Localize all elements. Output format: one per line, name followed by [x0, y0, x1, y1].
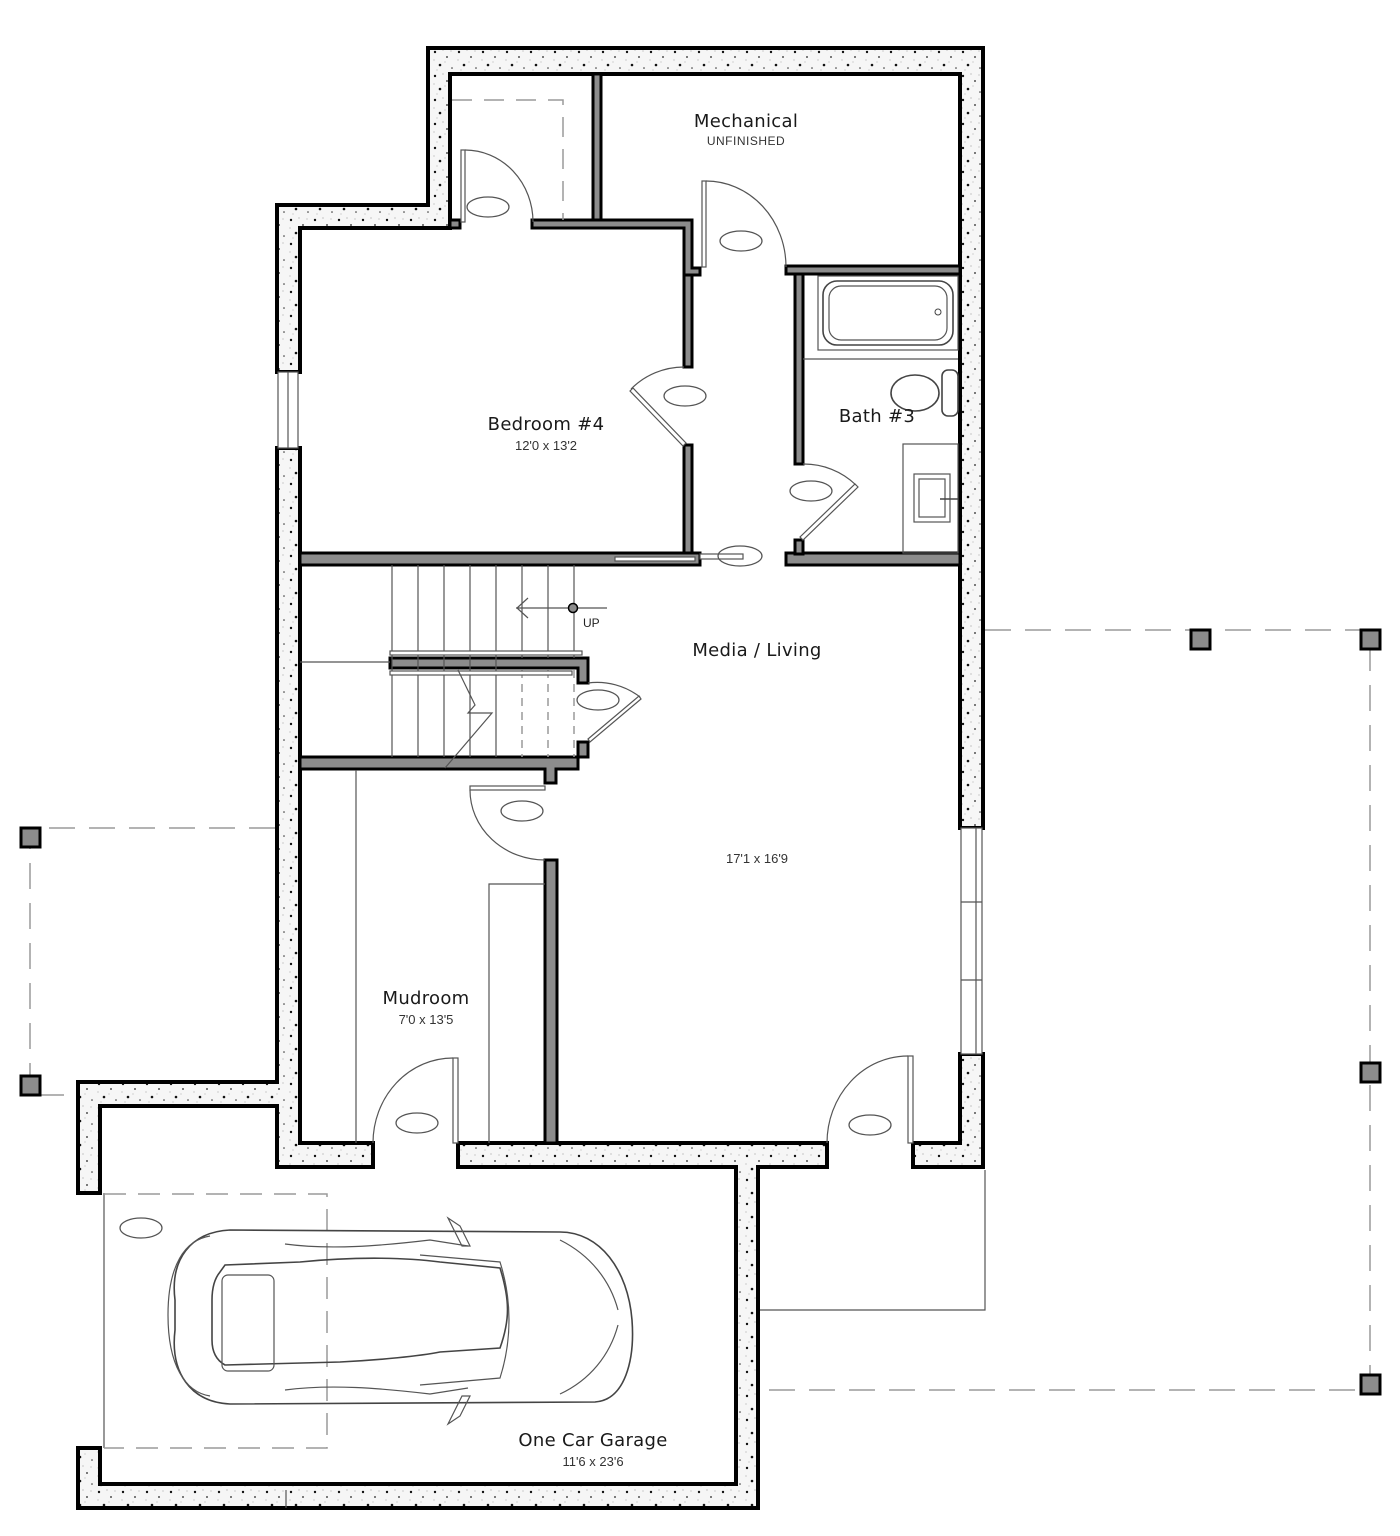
room-bath3: Bath #3	[839, 406, 915, 427]
room-dims-media-living: 17'1 x 16'9	[726, 848, 788, 866]
toilet	[890, 369, 959, 417]
room-garage: One Car Garage 11'6 x 23'6	[518, 1430, 667, 1469]
window-bedroom	[277, 371, 299, 449]
room-dims-garage: 11'6 x 23'6	[562, 1454, 624, 1469]
room-name-garage: One Car Garage	[518, 1430, 668, 1451]
porch-posts	[19, 628, 1382, 1396]
door-exterior-living	[826, 1055, 914, 1144]
vanity-sink	[902, 443, 959, 554]
window-media	[960, 827, 983, 1055]
covered-porch-left	[29, 827, 275, 1096]
room-bedroom4: Bedroom #4 12'0 x 13'2	[488, 414, 605, 453]
exterior-walls	[76, 46, 985, 1510]
room-name-mudroom: Mudroom	[382, 988, 470, 1009]
garage-door-opening	[103, 1193, 328, 1449]
door-bedroom	[629, 366, 707, 447]
door-stair-closet	[576, 681, 642, 743]
room-name-mechanical: Mechanical	[693, 111, 799, 132]
room-note-mechanical: UNFINISHED	[706, 134, 786, 148]
room-dims-media-living-text: 17'1 x 16'9	[725, 851, 789, 866]
room-name-media-living: Media / Living	[692, 640, 822, 661]
door-mechanical	[701, 180, 787, 268]
door-mudroom-to-garage	[372, 1057, 459, 1144]
stair-up-label: UP	[583, 616, 600, 630]
room-dims-mudroom: 7'0 x 13'5	[398, 1012, 454, 1027]
room-mechanical: Mechanical UNFINISHED	[694, 111, 798, 148]
covered-porch-right	[760, 629, 1371, 1391]
interior-walls	[298, 72, 962, 1145]
room-dims-bedroom4: 12'0 x 13'2	[514, 438, 578, 453]
door-bath	[789, 463, 859, 541]
room-media-living: Media / Living	[692, 640, 821, 661]
room-name-bedroom4: Bedroom #4	[487, 414, 605, 435]
car-top-view	[167, 1216, 634, 1426]
room-mudroom: Mudroom 7'0 x 13'5	[382, 988, 469, 1027]
door-closet	[460, 149, 534, 223]
mudroom-built-ins	[355, 770, 545, 1143]
room-name-bath3: Bath #3	[838, 406, 916, 427]
bathtub	[817, 275, 959, 351]
door-mudroom-to-living	[469, 785, 546, 861]
pocket-door-hall	[699, 545, 763, 567]
staircase	[300, 565, 607, 769]
